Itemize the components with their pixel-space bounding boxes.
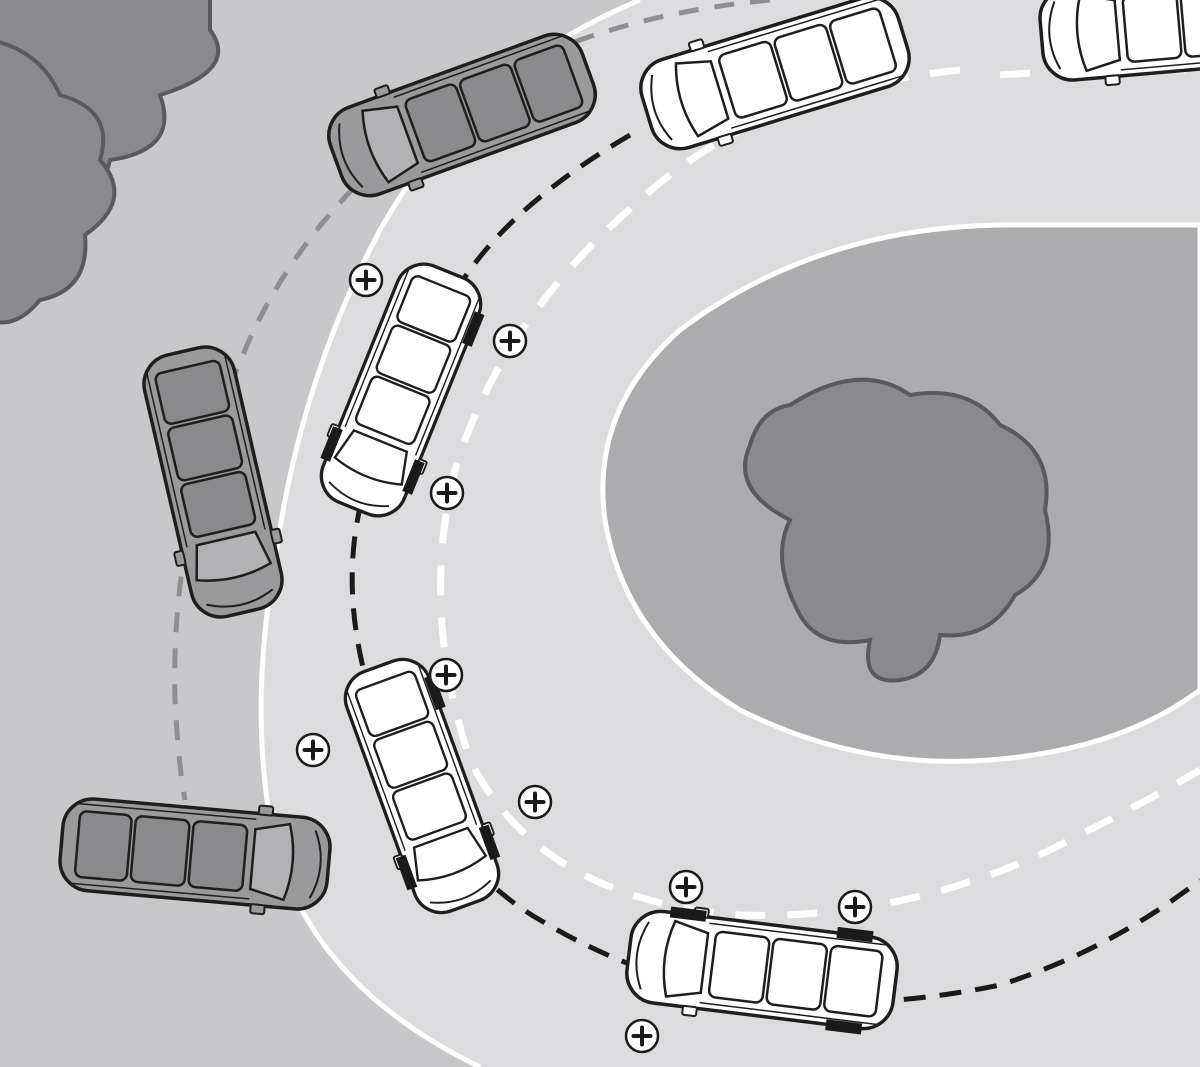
plus-circle-icon	[517, 784, 553, 820]
plus-circle-icon	[429, 475, 465, 511]
plus-circle-icon	[837, 889, 873, 925]
lane-marking-inner	[437, 66, 1200, 919]
plus-circle-icon	[348, 262, 384, 298]
plus-circle-icon	[492, 323, 528, 359]
shrub-icon	[0, 40, 117, 325]
plus-circle-icon	[668, 869, 704, 905]
plus-circle-icon	[428, 657, 464, 693]
shrub-icon	[743, 377, 1051, 683]
plus-circle-icon	[624, 1018, 660, 1054]
plus-circle-icon	[295, 732, 331, 768]
